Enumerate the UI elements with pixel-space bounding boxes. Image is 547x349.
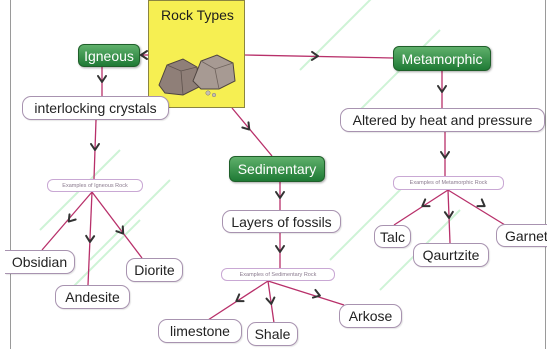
- example-limestone[interactable]: limestone: [158, 319, 242, 343]
- example-andesite[interactable]: Andesite: [55, 285, 130, 309]
- example-diorite[interactable]: Diorite: [126, 258, 183, 282]
- metamorphic-label: Metamorphic: [402, 51, 483, 67]
- example-limestone-label: limestone: [170, 323, 230, 339]
- example-diorite-label: Diorite: [134, 262, 174, 278]
- link-obsidian: [42, 192, 92, 250]
- metamorphic-examples-link-label: Examples of Metamorphic Rock: [393, 176, 504, 190]
- rock-samples-illustration: [153, 41, 243, 101]
- igneous-property-node[interactable]: interlocking crystals: [22, 96, 169, 120]
- example-arkose[interactable]: Arkose: [339, 304, 402, 328]
- sedimentary-property-label: Layers of fossils: [231, 214, 331, 230]
- sedimentary-property-node[interactable]: Layers of fossils: [222, 210, 341, 233]
- example-obsidian-label: Obsidian: [12, 254, 67, 270]
- metamorphic-property-label: Altered by heat and pressure: [353, 112, 533, 128]
- metamorphic-node[interactable]: Metamorphic: [393, 46, 491, 71]
- example-qaurtzite[interactable]: Qaurtzite: [413, 243, 489, 267]
- link-root-metamorphic: [245, 55, 393, 58]
- igneous-label: Igneous: [84, 48, 134, 64]
- igneous-node[interactable]: Igneous: [78, 44, 140, 67]
- igneous-property-label: interlocking crystals: [34, 100, 156, 116]
- metamorphic-property-node[interactable]: Altered by heat and pressure: [340, 108, 545, 132]
- sedimentary-examples-link-label: Examples of Sedimentary Rock: [221, 268, 335, 281]
- example-arkose-label: Arkose: [349, 308, 393, 324]
- example-talc-label: Talc: [380, 229, 405, 245]
- example-talc[interactable]: Talc: [374, 225, 411, 248]
- example-andesite-label: Andesite: [65, 289, 119, 305]
- metamorphic-examples-text: Examples of Metamorphic Rock: [410, 180, 488, 186]
- example-shale-label: Shale: [255, 326, 291, 342]
- igneous-examples-text: Examples of Igneous Rock: [62, 183, 127, 189]
- root-node[interactable]: Rock Types: [148, 0, 245, 108]
- link-root-sedimentary: [232, 108, 272, 156]
- example-garnet-label: Garnet: [505, 228, 547, 244]
- example-shale[interactable]: Shale: [247, 322, 298, 346]
- link-talc: [394, 190, 448, 225]
- example-qaurtzite-label: Qaurtzite: [423, 247, 480, 263]
- sedimentary-examples-text: Examples of Sedimentary Rock: [240, 272, 317, 278]
- arrowhead: [477, 199, 486, 209]
- example-garnet[interactable]: Garnet: [496, 224, 547, 247]
- example-obsidian[interactable]: Obsidian: [5, 250, 75, 274]
- igneous-examples-link-label: Examples of Igneous Rock: [47, 179, 143, 192]
- link-diorite: [92, 192, 142, 258]
- link-garnet: [448, 190, 505, 225]
- link-arkose: [268, 281, 344, 305]
- root-title: Rock Types: [149, 7, 246, 23]
- sedimentary-label: Sedimentary: [238, 161, 317, 177]
- sedimentary-node[interactable]: Sedimentary: [229, 156, 325, 182]
